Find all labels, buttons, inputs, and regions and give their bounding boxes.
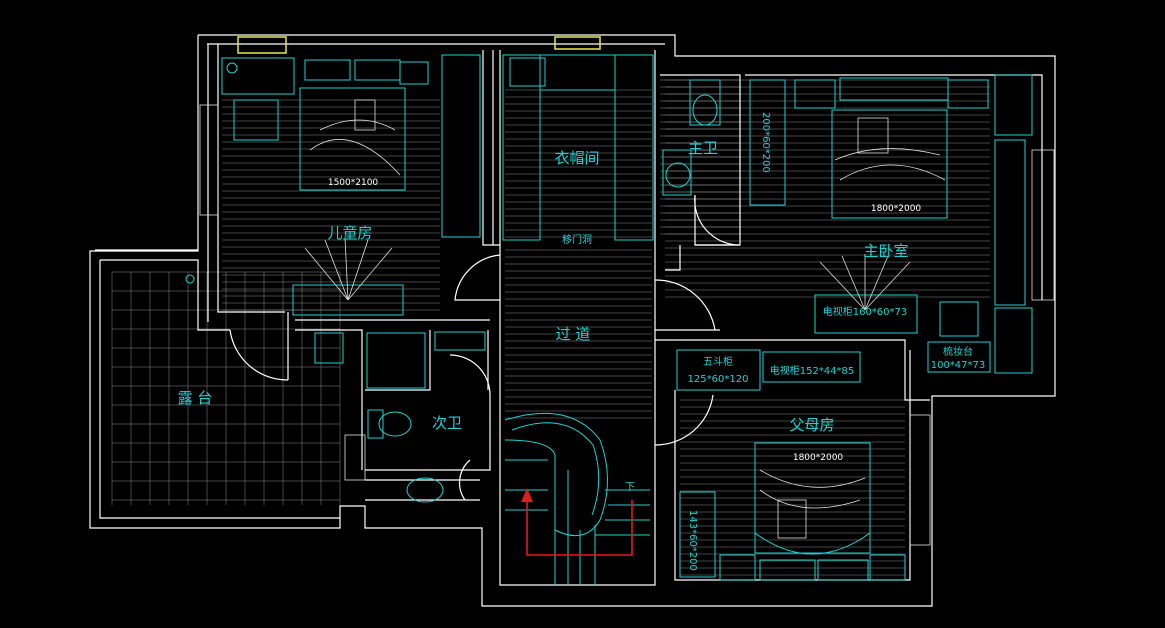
master-bed <box>794 77 989 219</box>
label-master-bedroom: 主卧室 <box>863 242 908 260</box>
cloakroom-cabinet-right <box>614 54 654 241</box>
master-tv-cabinet <box>814 294 918 334</box>
windows <box>199 36 1055 546</box>
terrace-drain-icon <box>185 274 195 284</box>
dresser-stool <box>939 301 979 337</box>
children-bed <box>221 57 429 191</box>
bath-counter <box>434 331 486 351</box>
label-chest-size: 125*60*120 <box>688 374 749 385</box>
master-basin-bowl <box>665 162 691 188</box>
label-stair-down: 下 <box>625 482 635 493</box>
parents-tv-cabinet <box>762 351 861 383</box>
children-lamp-rays <box>304 237 393 301</box>
master-cabinet-bottom <box>994 307 1033 374</box>
children-desk <box>292 284 404 316</box>
label-tv-parents: 电视柜152*44*85 <box>770 364 855 377</box>
label-second-bath: 次卫 <box>432 414 462 432</box>
label-parents-room: 父母房 <box>789 416 834 434</box>
label-wardrobe-parents: 143*60*200 <box>687 510 698 571</box>
doors <box>229 194 741 501</box>
second-toilet-tank <box>367 409 384 439</box>
label-wardrobe-master: 200*60*200 <box>760 112 771 173</box>
second-basin <box>406 477 444 503</box>
label-sliding-door: 移门洞 <box>562 233 592 246</box>
master-lamp-rays <box>819 254 911 311</box>
label-tv-master: 电视柜160*60*73 <box>823 305 908 318</box>
master-toilet-bowl <box>692 94 718 126</box>
label-master-bath: 主卫 <box>688 139 718 157</box>
shower <box>366 332 426 389</box>
master-sidewall-cabinet <box>994 139 1026 306</box>
master-wardrobe <box>749 79 786 206</box>
label-dresser-title: 梳妆台 <box>943 345 973 358</box>
second-toilet-bowl <box>378 411 412 437</box>
washer <box>314 332 344 364</box>
label-children-room: 儿童房 <box>327 224 372 242</box>
parents-wardrobe <box>679 491 716 578</box>
label-cloakroom: 衣帽间 <box>554 149 599 167</box>
bed-size-children: 1500*2100 <box>328 178 379 188</box>
children-wardrobe <box>441 54 481 238</box>
label-dresser-size: 100*47*73 <box>931 360 986 371</box>
cloakroom-shelf <box>539 54 616 91</box>
dresser <box>927 341 991 373</box>
bed-size-parents: 1800*2000 <box>793 453 844 463</box>
master-wardrobe-right <box>994 74 1033 136</box>
bed-size-master: 1800*2000 <box>871 204 922 214</box>
label-corridor: 过 道 <box>556 325 591 343</box>
label-terrace: 露 台 <box>178 389 213 407</box>
terrace-tiles <box>111 271 341 505</box>
cloakroom-chair <box>509 57 546 87</box>
floor-hatch <box>222 79 990 576</box>
stair-arrow-icon <box>521 488 533 502</box>
parents-bed <box>719 442 906 581</box>
staircase <box>504 412 650 585</box>
master-basin <box>662 149 692 196</box>
label-chest-title: 五斗柜 <box>703 355 733 368</box>
cloakroom-cabinet-left <box>502 54 541 241</box>
chest-of-drawers <box>676 349 761 391</box>
